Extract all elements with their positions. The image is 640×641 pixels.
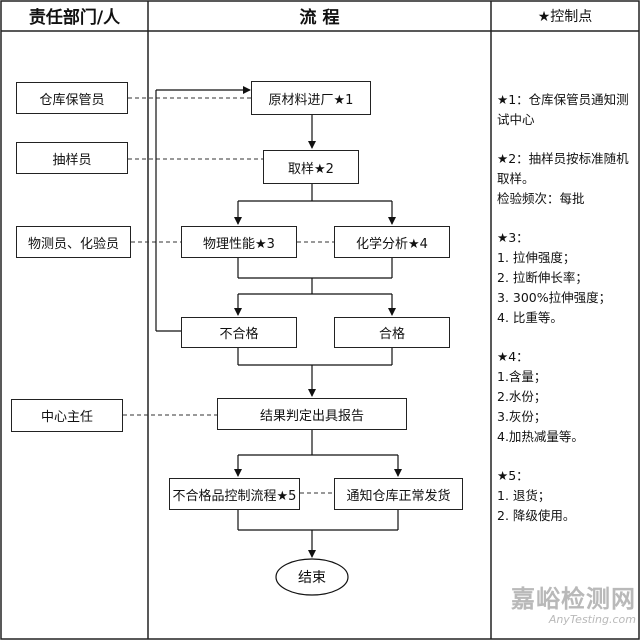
- control-point-5: ★5： 1. 退货； 2. 降级使用。: [497, 466, 635, 526]
- control-point-4-item: 3.灰份；: [497, 409, 547, 424]
- role-materials-lab: 物测员、化验员: [16, 226, 131, 258]
- header-responsibility: 责任部门/人: [28, 8, 121, 28]
- step-pass: 合格: [334, 317, 450, 348]
- step-notify-warehouse: 通知仓库正常发货: [334, 478, 463, 510]
- control-point-2-frequency: 检验频次：每批: [497, 191, 585, 206]
- control-point-2: ★2：抽样员按标准随机取样。 检验频次：每批: [497, 149, 635, 209]
- header-control-points: ★控制点: [537, 8, 593, 25]
- control-point-5-item: 2. 降级使用。: [497, 508, 576, 523]
- control-point-2-text: ★2：抽样员按标准随机取样。: [497, 151, 629, 186]
- step-chemical-test: 化学分析★4: [334, 226, 450, 258]
- control-points-notes: ★1：仓库保管员通知测试中心 ★2：抽样员按标准随机取样。 检验频次：每批 ★3…: [497, 90, 635, 545]
- control-point-3-title: ★3：: [497, 230, 529, 245]
- control-point-4-item: 4.加热减量等。: [497, 429, 584, 444]
- end-node-label: 结束: [298, 570, 326, 586]
- control-point-5-title: ★5：: [497, 468, 529, 483]
- control-point-3-item: 2. 拉断伸长率；: [497, 270, 588, 285]
- step-sampling: 取样★2: [263, 150, 359, 184]
- watermark-cn: 嘉峪检测网: [511, 585, 636, 613]
- role-sampler: 抽样员: [16, 142, 128, 174]
- control-point-1: ★1：仓库保管员通知测试中心: [497, 90, 635, 130]
- control-point-4-title: ★4：: [497, 349, 529, 364]
- step-nonconforming-control: 不合格品控制流程★5: [169, 478, 300, 510]
- header-process: 流 程: [299, 8, 340, 28]
- control-point-1-text: ★1：仓库保管员通知测试中心: [497, 92, 629, 127]
- control-point-4-item: 1.含量；: [497, 369, 547, 384]
- watermark: 嘉峪检测网 AnyTesting.com: [488, 585, 636, 627]
- end-node-shape: [275, 558, 349, 596]
- watermark-en: AnyTesting.com: [548, 613, 636, 626]
- step-physical-test: 物理性能★3: [181, 226, 297, 258]
- role-warehouse-keeper: 仓库保管员: [16, 82, 128, 114]
- control-point-4: ★4： 1.含量； 2.水份； 3.灰份； 4.加热减量等。: [497, 347, 635, 447]
- control-point-4-item: 2.水份；: [497, 389, 547, 404]
- control-point-5-item: 1. 退货；: [497, 488, 551, 503]
- control-point-3-item: 1. 拉伸强度；: [497, 250, 576, 265]
- step-raw-material: 原材料进厂★1: [251, 81, 371, 115]
- control-point-3-item: 3. 300%拉伸强度；: [497, 290, 612, 305]
- control-point-3-item: 4. 比重等。: [497, 310, 563, 325]
- step-fail: 不合格: [181, 317, 297, 348]
- role-center-director: 中心主任: [11, 399, 123, 432]
- step-report: 结果判定出具报告: [217, 398, 407, 430]
- control-point-3: ★3： 1. 拉伸强度； 2. 拉断伸长率； 3. 300%拉伸强度； 4. 比…: [497, 228, 635, 328]
